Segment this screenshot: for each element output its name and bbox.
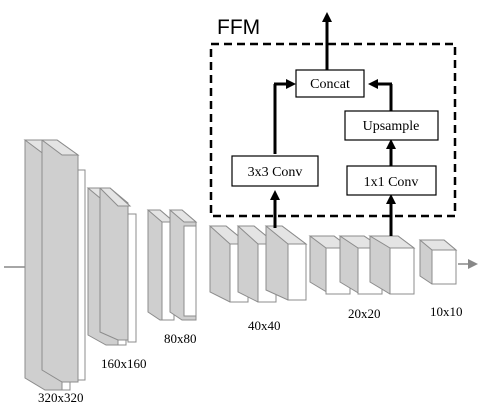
stage-20-blocks bbox=[308, 235, 416, 295]
stage-label-320: 320x320 bbox=[38, 390, 84, 405]
stage-160-blocks bbox=[86, 187, 137, 346]
stage-label-40: 40x40 bbox=[248, 318, 281, 333]
ffm-module-border bbox=[209, 42, 457, 218]
stage-label-20: 20x20 bbox=[348, 306, 381, 321]
stage-label-10: 10x10 bbox=[430, 304, 463, 319]
stage-40-blocks bbox=[208, 225, 308, 303]
conv1x1-node: 1x1 Conv bbox=[346, 165, 437, 196]
concat-label: Concat bbox=[310, 77, 350, 92]
ffm-title: FFM bbox=[217, 16, 260, 39]
stage-label-160: 160x160 bbox=[101, 356, 147, 371]
stage-80-blocks bbox=[146, 209, 198, 321]
stage-label-80: 80x80 bbox=[164, 331, 197, 346]
stage-320-blocks bbox=[23, 139, 86, 391]
conv1x1-label: 1x1 Conv bbox=[364, 175, 419, 190]
upsample-node: Upsample bbox=[344, 110, 439, 141]
conv3x3-node: 3x3 Conv bbox=[231, 155, 319, 187]
conv3x3-label: 3x3 Conv bbox=[248, 165, 303, 180]
upsample-label: Upsample bbox=[363, 119, 420, 134]
concat-node: Concat bbox=[295, 69, 365, 98]
stage-10-block bbox=[418, 239, 458, 285]
